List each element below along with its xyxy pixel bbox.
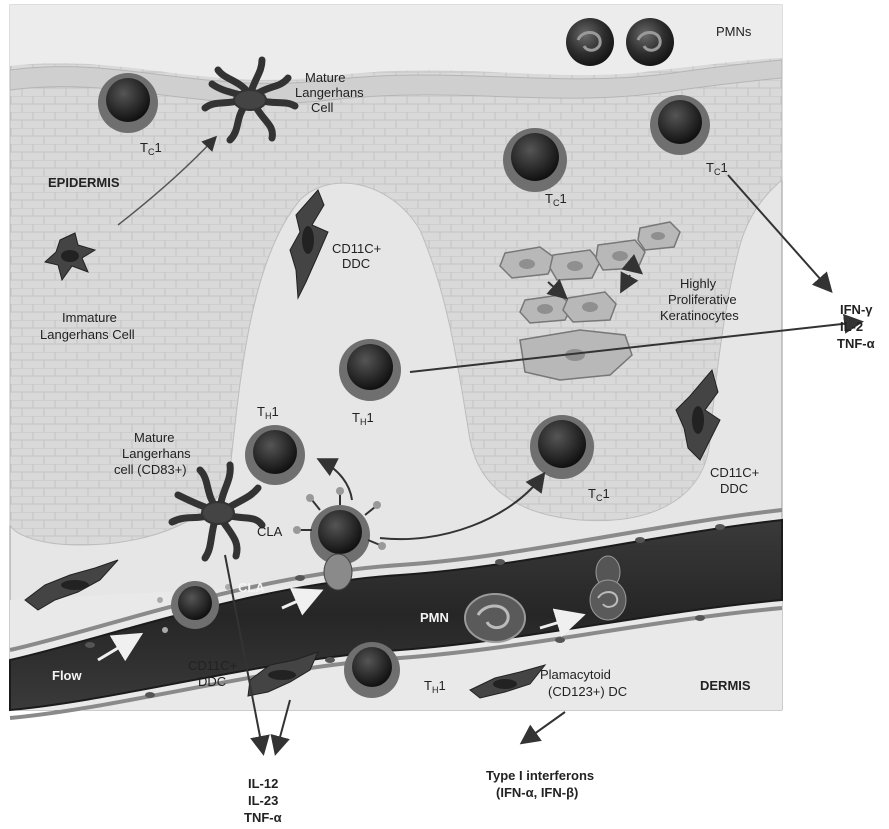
tc1-cell-middle bbox=[503, 128, 567, 192]
label-interferons: Type I interferons (IFN-α, IFN-β) bbox=[486, 768, 598, 800]
label-cytokines-bottom: IL-12 IL-23 TNF-α bbox=[244, 776, 282, 825]
th1-cell-center bbox=[339, 339, 401, 401]
label-epidermis: EPIDERMIS bbox=[48, 175, 120, 190]
label-cytokines-right: IFN-γ IL-2 TNF-α bbox=[837, 302, 876, 351]
label-flow: Flow bbox=[52, 668, 82, 683]
th1-cell-left bbox=[245, 425, 305, 485]
th1-cell-bottom bbox=[344, 642, 400, 698]
tc1-cell-top-left bbox=[98, 73, 158, 133]
pmn-cell-1 bbox=[566, 18, 614, 66]
tc1-cell-right bbox=[650, 95, 710, 155]
label-cla-upper: CLA bbox=[257, 524, 283, 539]
label-pmns: PMNs bbox=[716, 24, 752, 39]
arrow-pdc-to-interferons bbox=[523, 712, 565, 742]
tc1-cell-lower bbox=[530, 415, 594, 479]
label-dermis: DERMIS bbox=[700, 678, 751, 693]
pmn-in-vessel bbox=[465, 594, 525, 642]
label-cla-lower: CLA bbox=[238, 580, 265, 595]
pmn-cell-2 bbox=[626, 18, 674, 66]
label-pmn: PMN bbox=[420, 610, 449, 625]
